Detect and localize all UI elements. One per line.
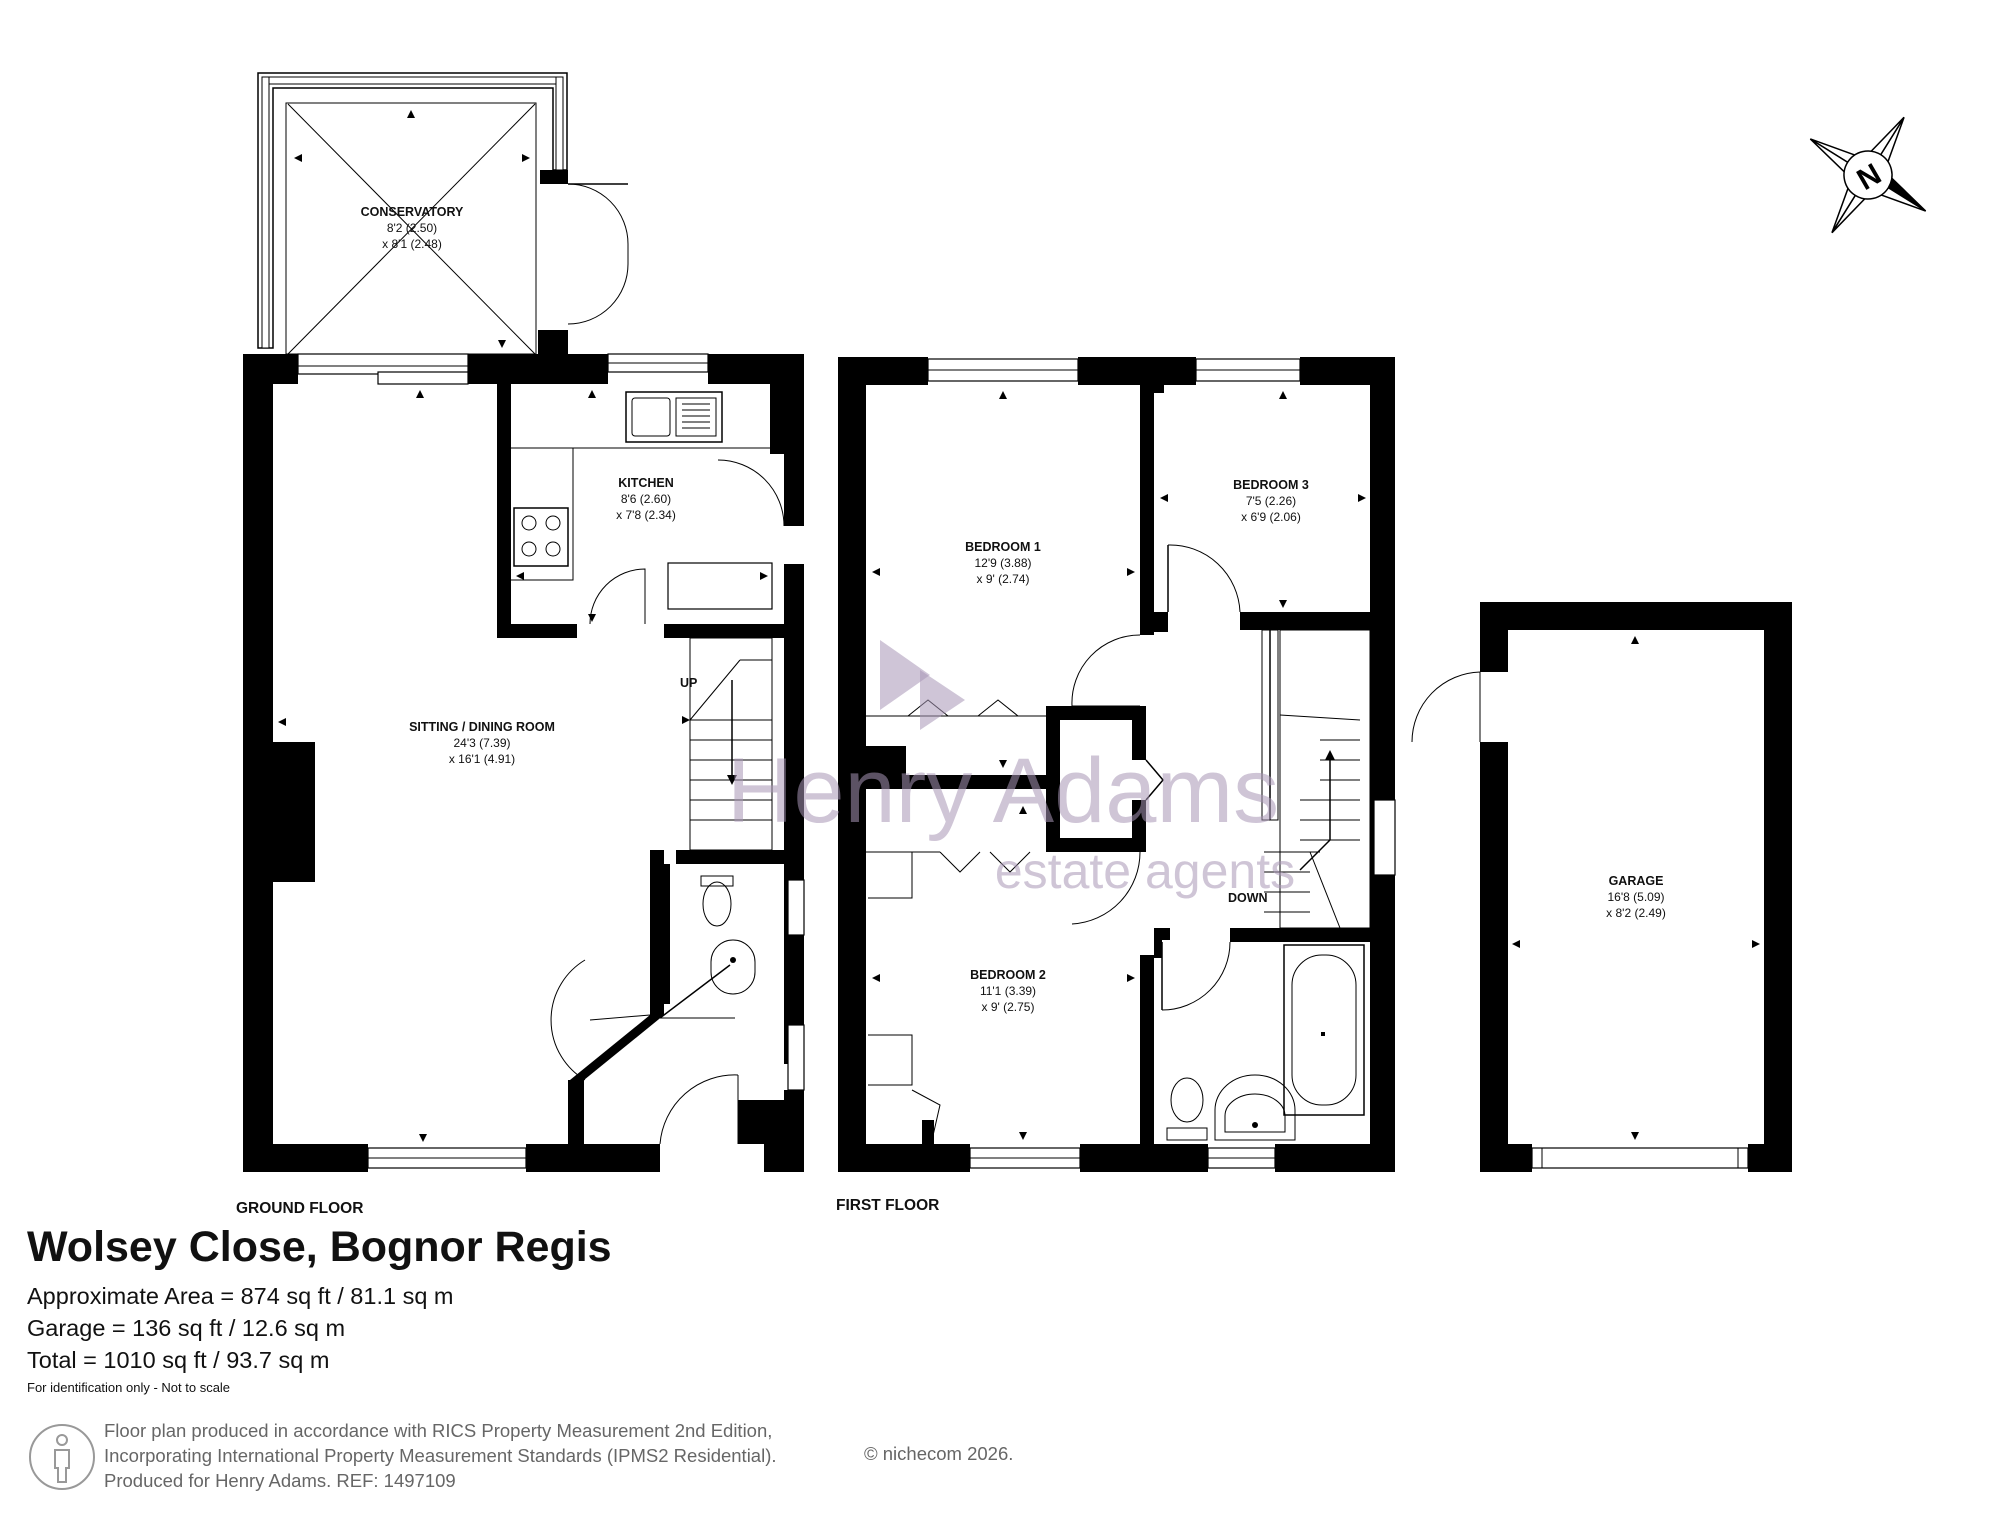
room-dimension: x 16'1 (4.91) <box>449 752 515 766</box>
stairs-up-label: UP <box>680 676 697 690</box>
first-floor-label: FIRST FLOOR <box>836 1197 939 1214</box>
room-dimension: 24'3 (7.39) <box>454 736 511 750</box>
footer-text: Floor plan produced in accordance with R… <box>104 1418 777 1493</box>
room-dimension: x 9' (2.75) <box>982 1000 1035 1014</box>
ground-floor-walls <box>243 353 805 1172</box>
scale-note: For identification only - Not to scale <box>27 1380 231 1395</box>
room-label-sitting-dining-room: SITTING / DINING ROOM 24'3 (7.39) x 16'1… <box>409 720 555 766</box>
footer-line-2: Incorporating International Property Mea… <box>104 1445 777 1466</box>
room-label-bedroom-2: BEDROOM 2 11'1 (3.39) x 9' (2.75) <box>970 968 1046 1014</box>
copyright: © nichecom 2026. <box>864 1443 1014 1464</box>
property-info: Wolsey Close, Bognor Regis Approximate A… <box>27 1222 1127 1395</box>
first-floor-walls <box>838 357 1396 1172</box>
watermark-tagline: estate agents <box>995 843 1295 899</box>
room-dimension: x 8'2 (2.49) <box>1606 906 1666 920</box>
room-dimension: 8'6 (2.60) <box>621 492 671 506</box>
room-name: BEDROOM 1 <box>965 540 1041 554</box>
property-title: Wolsey Close, Bognor Regis <box>27 1223 612 1271</box>
conservatory <box>257 72 629 355</box>
room-name: CONSERVATORY <box>361 205 464 219</box>
room-name: BEDROOM 2 <box>970 968 1046 982</box>
compass-icon <box>1809 116 1927 234</box>
room-name: BEDROOM 3 <box>1233 478 1309 492</box>
ground-floor-label: GROUND FLOOR <box>236 1200 363 1217</box>
room-dimension: x 6'9 (2.06) <box>1241 510 1301 524</box>
footer: Floor plan produced in accordance with R… <box>27 1418 1127 1498</box>
room-dimension: 11'1 (3.39) <box>980 984 1036 998</box>
room-label-garage: GARAGE 16'8 (5.09) x 8'2 (2.49) <box>1606 874 1666 920</box>
room-label-conservatory: CONSERVATORY 8'2 (2.50) x 8'1 (2.48) <box>361 205 464 251</box>
room-label-bedroom-1: BEDROOM 1 12'9 (3.88) x 9' (2.74) <box>965 540 1041 586</box>
watermark-name: Henry Adams <box>727 740 1279 842</box>
garage <box>1411 602 1792 1172</box>
room-name: GARAGE <box>1609 874 1664 888</box>
room-label-kitchen: KITCHEN 8'6 (2.60) x 7'8 (2.34) <box>616 476 676 522</box>
person-icon <box>29 1424 95 1490</box>
room-dimension: x 9' (2.74) <box>977 572 1030 586</box>
stairs-down-label: DOWN <box>1228 891 1268 905</box>
watermark: Henry Adams estate agents <box>727 640 1295 899</box>
room-dimension: x 7'8 (2.34) <box>616 508 676 522</box>
total-area: Total = 1010 sq ft / 93.7 sq m <box>27 1347 330 1373</box>
room-dimension: 16'8 (5.09) <box>1608 890 1665 904</box>
footer-line-1: Floor plan produced in accordance with R… <box>104 1420 773 1441</box>
room-label-bedroom-3: BEDROOM 3 7'5 (2.26) x 6'9 (2.06) <box>1233 478 1309 524</box>
footer-line-3: Produced for Henry Adams. REF: 1497109 <box>104 1470 456 1491</box>
room-dimension: x 8'1 (2.48) <box>382 237 442 251</box>
room-dimension: 8'2 (2.50) <box>387 221 437 235</box>
room-name: SITTING / DINING ROOM <box>409 720 555 734</box>
garage-area: Garage = 136 sq ft / 12.6 sq m <box>27 1315 346 1341</box>
room-dimension: 12'9 (3.88) <box>975 556 1032 570</box>
room-dimension: 7'5 (2.26) <box>1246 494 1296 508</box>
approximate-area: Approximate Area = 874 sq ft / 81.1 sq m <box>27 1283 454 1309</box>
room-name: KITCHEN <box>618 476 674 490</box>
